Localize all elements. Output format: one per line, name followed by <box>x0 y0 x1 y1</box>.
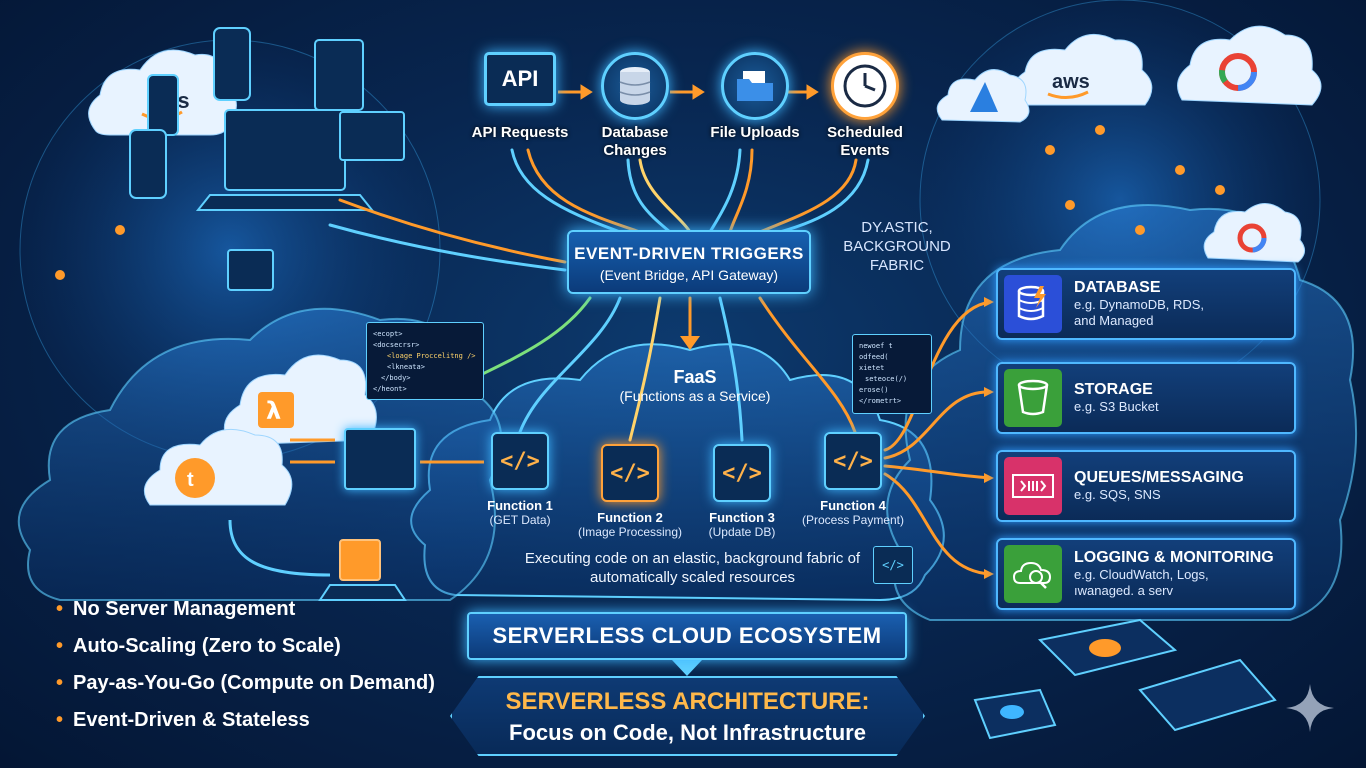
code-line: seteoce(/) <box>865 375 908 383</box>
function-name: Function 4 <box>820 498 886 513</box>
source-database-changes: Database Changes <box>590 52 680 160</box>
bucket-icon <box>1004 369 1062 427</box>
source-file-uploads: File Uploads <box>700 52 810 142</box>
function-desc: (Image Processing) <box>577 525 683 539</box>
benefit-item: Event-Driven & Stateless <box>56 709 435 732</box>
gcp-cloud-small <box>1203 203 1305 263</box>
benefit-item: No Server Management <box>56 598 435 621</box>
service-detail: e.g. CloudWatch, Logs, <box>1074 567 1209 582</box>
architecture-banner: SERVERLESS ARCHITECTURE: Focus on Code, … <box>450 676 925 756</box>
function-3: </> Function 3 (Update DB) <box>682 444 802 539</box>
code-line: <loage Proccelitng /> <box>387 352 476 360</box>
benefit-item: Pay-as-You-Go (Compute on Demand) <box>56 672 435 695</box>
function-name: Function 2 <box>597 510 663 525</box>
code-line: </body> <box>381 374 411 382</box>
architecture-title: SERVERLESS ARCHITECTURE: <box>505 688 870 715</box>
architecture-tagline: Focus on Code, Not Infrastructure <box>509 720 866 745</box>
code-line: newoef t <box>859 342 893 350</box>
execution-note: Executing code on an elastic, background… <box>524 550 861 586</box>
function-name: Function 1 <box>487 498 553 513</box>
code-line: </rometrt> <box>859 397 902 405</box>
service-detail: and Managed <box>1074 313 1154 328</box>
function-4: </> Function 4 (Process Payment) <box>793 432 913 527</box>
benefit-item: Auto-Scaling (Zero to Scale) <box>56 635 435 658</box>
service-detail: e.g. S3 Bucket <box>1074 399 1159 414</box>
code-line: <ecopt> <box>373 330 403 338</box>
aws-cloud-right <box>1012 33 1153 106</box>
code-line: <docsecrsr> <box>373 341 420 349</box>
code-snippet-left: <ecopt> <docsecrsr> <loage Proccelitng /… <box>366 322 484 400</box>
function-desc: (Process Payment) <box>801 513 905 527</box>
api-window-icon: API <box>484 52 556 106</box>
code-line: xietet <box>859 364 885 372</box>
small-code-icon: </> <box>873 546 913 584</box>
triggers-title: EVENT-DRIVEN TRIGGERS <box>574 244 804 263</box>
ecosystem-banner: SERVERLESS CLOUD ECOSYSTEM <box>467 612 907 660</box>
service-database: DATABASE e.g. DynamoDB, RDS, and Managed <box>996 268 1296 340</box>
service-title: LOGGING & MONITORING <box>1074 549 1274 566</box>
sparkle-icon <box>1286 684 1334 732</box>
folder-icon <box>721 52 789 120</box>
code-icon: </> <box>824 432 882 490</box>
source-scheduled-events: Scheduled Events <box>820 52 910 160</box>
fabric-note: DY.ASTIC, BACKGROUND FABRIC <box>843 219 951 274</box>
source-api-requests: API API Requests <box>470 52 570 142</box>
cloud-search-icon <box>1004 545 1062 603</box>
queue-icon <box>1004 457 1062 515</box>
service-detail: e.g. SQS, SNS <box>1074 487 1161 502</box>
service-queues-messaging: QUEUES/MESSAGING e.g. SQS, SNS <box>996 450 1296 522</box>
service-detail: e.g. DynamoDB, RDS, <box>1074 297 1205 312</box>
service-title: DATABASE <box>1074 279 1161 296</box>
azure-logo <box>970 82 998 112</box>
code-window-icon <box>344 428 416 490</box>
database-bolt-icon <box>1004 275 1062 333</box>
faas-subtitle: (Functions as a Service) <box>619 388 771 404</box>
aws-logo-right: aws <box>1052 71 1090 93</box>
service-storage: STORAGE e.g. S3 Bucket <box>996 362 1296 434</box>
faas-title: FaaS <box>673 367 717 387</box>
code-icon: </> <box>713 444 771 502</box>
event-driven-triggers-panel: EVENT-DRIVEN TRIGGERS (Event Bridge, API… <box>567 230 811 294</box>
service-title: QUEUES/MESSAGING <box>1074 469 1244 486</box>
ecosystem-title: SERVERLESS CLOUD ECOSYSTEM <box>492 623 882 648</box>
database-icon <box>601 52 669 120</box>
triggers-subtitle: (Event Bridge, API Gateway) <box>599 267 779 283</box>
code-line: odfeed( <box>859 353 889 361</box>
source-label: API Requests <box>471 124 569 141</box>
faas-label: FaaS (Functions as a Service) <box>595 367 795 404</box>
service-logging-monitoring: LOGGING & MONITORING e.g. CloudWatch, Lo… <box>996 538 1296 610</box>
function-1: </> Function 1 (GET Data) <box>460 432 580 527</box>
svg-text:λ: λ <box>266 397 281 425</box>
source-label: Scheduled Events <box>827 124 903 159</box>
code-icon: </> <box>491 432 549 490</box>
devices-left <box>129 27 407 601</box>
benefits-list: No Server Management Auto-Scaling (Zero … <box>56 598 435 746</box>
code-line: </heont> <box>373 385 407 393</box>
code-line: erose() <box>859 386 889 394</box>
lambda-icon <box>258 392 294 428</box>
source-label: File Uploads <box>710 124 800 141</box>
function-desc: (Update DB) <box>708 525 776 539</box>
svg-text:t: t <box>187 469 194 491</box>
code-snippet-right: newoef t odfeed( xietet seteoce(/) erose… <box>852 334 932 414</box>
code-line: <lkneata> <box>387 363 425 371</box>
service-title: STORAGE <box>1074 381 1153 398</box>
gcp-cloud-top <box>1177 25 1322 106</box>
function-2: </> Function 2 (Image Processing) <box>570 444 690 539</box>
source-label: Database Changes <box>601 124 669 159</box>
clock-icon <box>831 52 899 120</box>
code-icon: </> <box>601 444 659 502</box>
api-icon-label: API <box>501 66 539 91</box>
function-name: Function 3 <box>709 510 775 525</box>
service-detail: ıwanaged. a serv <box>1074 583 1174 598</box>
function-desc: (GET Data) <box>489 513 551 527</box>
